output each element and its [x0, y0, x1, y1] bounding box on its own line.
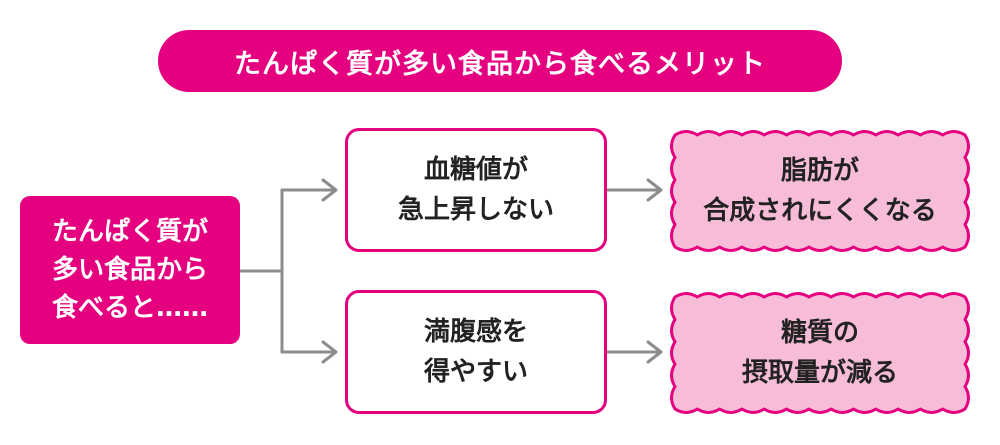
effect-box-satiety: 満腹感を 得やすい — [345, 290, 607, 414]
cloud-outline — [670, 130, 970, 252]
cloud-shape — [670, 130, 970, 252]
result-cloud-carbs: 糖質の 摂取量が減る — [666, 288, 974, 418]
branch-line — [238, 188, 284, 354]
cloud-shape — [670, 292, 970, 414]
start-box: たんぱく質が 多い食品から 食べると…… — [20, 196, 240, 344]
title-text: たんぱく質が多い食品から食べるメリット — [234, 48, 766, 80]
effect-text: 血糖値が 急上昇しない — [397, 155, 554, 225]
arrowhead-effect-1 — [321, 178, 338, 202]
start-text: たんぱく質が 多い食品から 食べると…… — [51, 217, 208, 323]
effect-text: 満腹感を 得やすい — [423, 317, 528, 387]
result-text: 糖質の 摂取量が減る — [741, 318, 898, 388]
title-banner: たんぱく質が多い食品から食べるメリット — [158, 30, 842, 92]
result-text: 脂肪が 合成されにくくなる — [703, 156, 937, 226]
result-cloud-fat: 脂肪が 合成されにくくなる — [666, 126, 974, 256]
cloud-outline — [670, 292, 970, 414]
effect-box-blood-sugar: 血糖値が 急上昇しない — [345, 128, 607, 252]
arrowhead-result-2 — [646, 340, 663, 364]
arrowhead-result-1 — [646, 178, 663, 202]
arrowhead-effect-2 — [321, 340, 338, 364]
